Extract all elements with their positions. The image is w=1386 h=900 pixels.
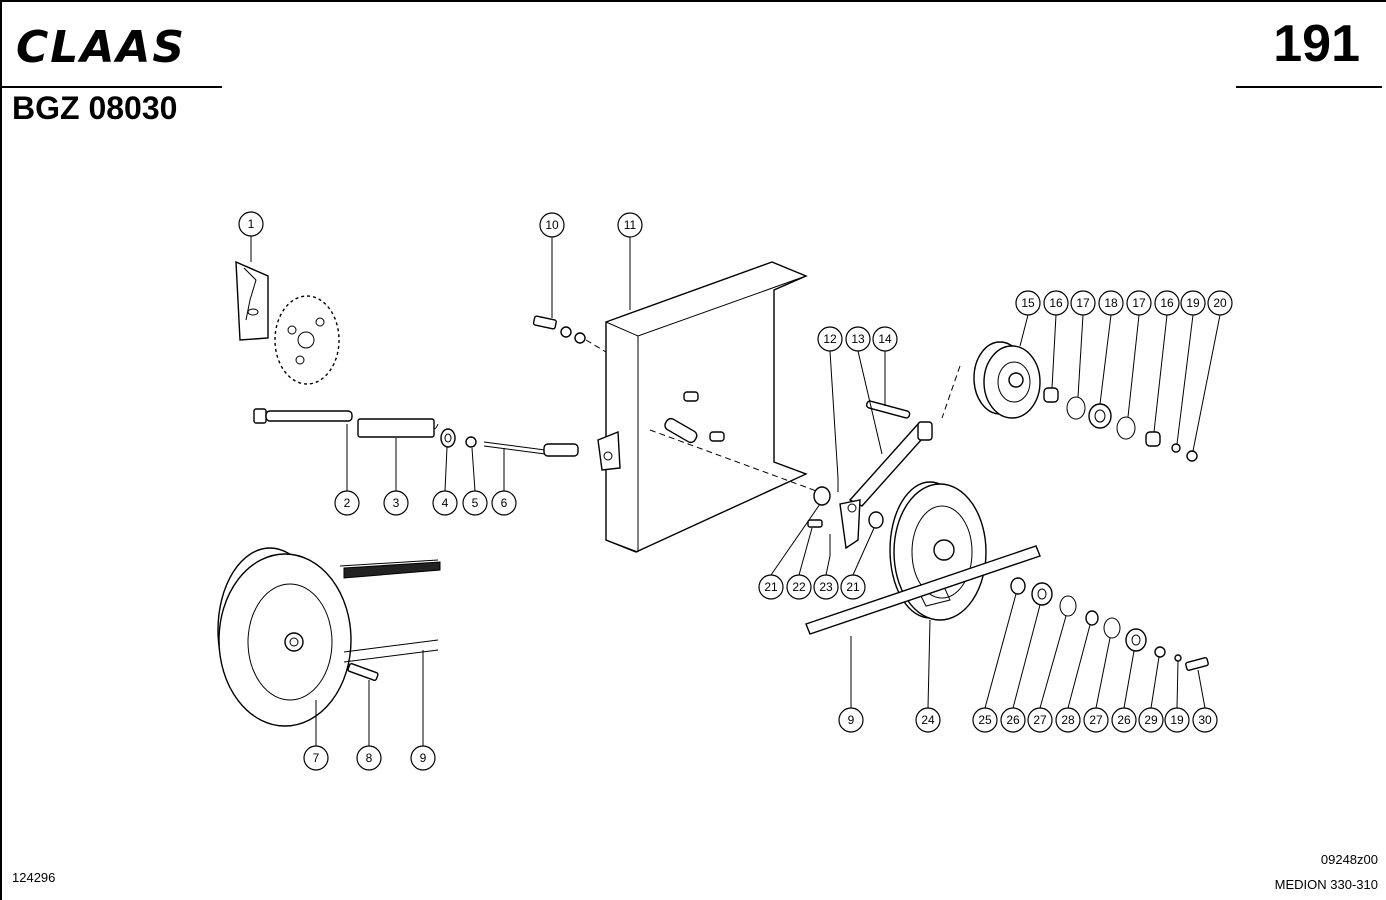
callout-11: 11: [617, 212, 643, 238]
shaft-components: [1010, 577, 1209, 671]
svg-text:14: 14: [878, 332, 892, 346]
callout-9-left: 9: [410, 745, 436, 771]
claas-logo: CLAAS: [16, 24, 186, 68]
svg-text:27: 27: [1089, 713, 1103, 727]
svg-text:10: 10: [545, 218, 559, 232]
svg-text:13: 13: [851, 332, 865, 346]
callout-20: 20: [1207, 290, 1233, 316]
callout-27-a: 27: [1027, 707, 1053, 733]
header-rule-right: [1236, 86, 1382, 88]
callout-27-b: 27: [1083, 707, 1109, 733]
svg-text:25: 25: [978, 713, 992, 727]
page-number: 191: [1273, 15, 1360, 73]
tensioner-arm: [807, 400, 933, 556]
tension-bolt-assembly: [253, 408, 579, 457]
svg-text:28: 28: [1061, 713, 1075, 727]
callout-1: 1: [238, 211, 264, 237]
svg-text:21: 21: [846, 580, 860, 594]
svg-text:3: 3: [393, 496, 400, 510]
idler-pulley: [941, 341, 1198, 462]
svg-text:12: 12: [823, 332, 837, 346]
callout-26-a: 26: [1000, 707, 1026, 733]
svg-text:4: 4: [442, 496, 449, 510]
svg-text:9: 9: [420, 751, 427, 765]
callout-19-a: 19: [1180, 290, 1206, 316]
svg-text:26: 26: [1117, 713, 1131, 727]
callout-4: 4: [432, 490, 458, 516]
bracket-and-sprocket: [235, 260, 340, 385]
svg-text:29: 29: [1144, 713, 1158, 727]
logo-text: CLAAS: [16, 24, 186, 68]
callout-13: 13: [845, 326, 871, 352]
callout-22: 22: [786, 574, 812, 600]
callout-5: 5: [462, 490, 488, 516]
callout-15: 15: [1015, 290, 1041, 316]
svg-text:23: 23: [819, 580, 833, 594]
footer-left-code: 124296: [12, 870, 56, 885]
callout-21-a: 21: [758, 574, 784, 600]
callout-17-a: 17: [1070, 290, 1096, 316]
svg-text:5: 5: [472, 496, 479, 510]
svg-text:19: 19: [1186, 296, 1200, 310]
callout-7: 7: [303, 745, 329, 771]
main-pulley: [805, 481, 1041, 635]
callout-28: 28: [1055, 707, 1081, 733]
callout-2: 2: [334, 490, 360, 516]
svg-text:27: 27: [1033, 713, 1047, 727]
svg-text:21: 21: [764, 580, 778, 594]
svg-text:9: 9: [848, 713, 855, 727]
svg-text:7: 7: [313, 751, 320, 765]
callout-26-b: 26: [1111, 707, 1137, 733]
svg-text:24: 24: [921, 713, 935, 727]
svg-text:11: 11: [624, 218, 637, 232]
callout-23: 23: [813, 574, 839, 600]
svg-text:16: 16: [1049, 296, 1063, 310]
large-pulley-left: [217, 547, 441, 727]
callout-3: 3: [383, 490, 409, 516]
svg-text:17: 17: [1076, 296, 1090, 310]
callout-16-b: 16: [1154, 290, 1180, 316]
callout-25: 25: [972, 707, 998, 733]
callout-10: 10: [539, 212, 565, 238]
svg-text:22: 22: [792, 580, 806, 594]
callout-9-right: 9: [838, 707, 864, 733]
callout-16-a: 16: [1043, 290, 1069, 316]
svg-text:18: 18: [1104, 296, 1118, 310]
svg-text:8: 8: [366, 751, 373, 765]
leader-lines: [250, 236, 1221, 746]
svg-text:30: 30: [1198, 713, 1212, 727]
callout-30: 30: [1192, 707, 1218, 733]
svg-text:16: 16: [1160, 296, 1174, 310]
callout-17-b: 17: [1126, 290, 1152, 316]
svg-text:19: 19: [1170, 713, 1184, 727]
svg-text:6: 6: [501, 496, 508, 510]
callout-24: 24: [915, 707, 941, 733]
svg-text:17: 17: [1132, 296, 1146, 310]
footer-drawing-code: 09248z00: [1320, 852, 1378, 867]
svg-text:2: 2: [344, 496, 351, 510]
bolt-and-washers-10: [532, 315, 607, 353]
svg-text:1: 1: [248, 217, 255, 231]
callout-8: 8: [356, 745, 382, 771]
callout-29: 29: [1138, 707, 1164, 733]
frame-panel: [597, 261, 831, 553]
header-rule-left: [2, 86, 222, 88]
footer-model: MEDION 330-310: [1274, 877, 1378, 892]
callout-18: 18: [1098, 290, 1124, 316]
callout-14: 14: [872, 326, 898, 352]
svg-text:20: 20: [1213, 296, 1227, 310]
callout-19-b: 19: [1164, 707, 1190, 733]
svg-text:26: 26: [1006, 713, 1020, 727]
document-code: BGZ 08030: [12, 90, 178, 126]
callout-12: 12: [817, 326, 843, 352]
callout-6: 6: [491, 490, 517, 516]
callout-21-b: 21: [840, 574, 866, 600]
svg-text:15: 15: [1021, 296, 1035, 310]
